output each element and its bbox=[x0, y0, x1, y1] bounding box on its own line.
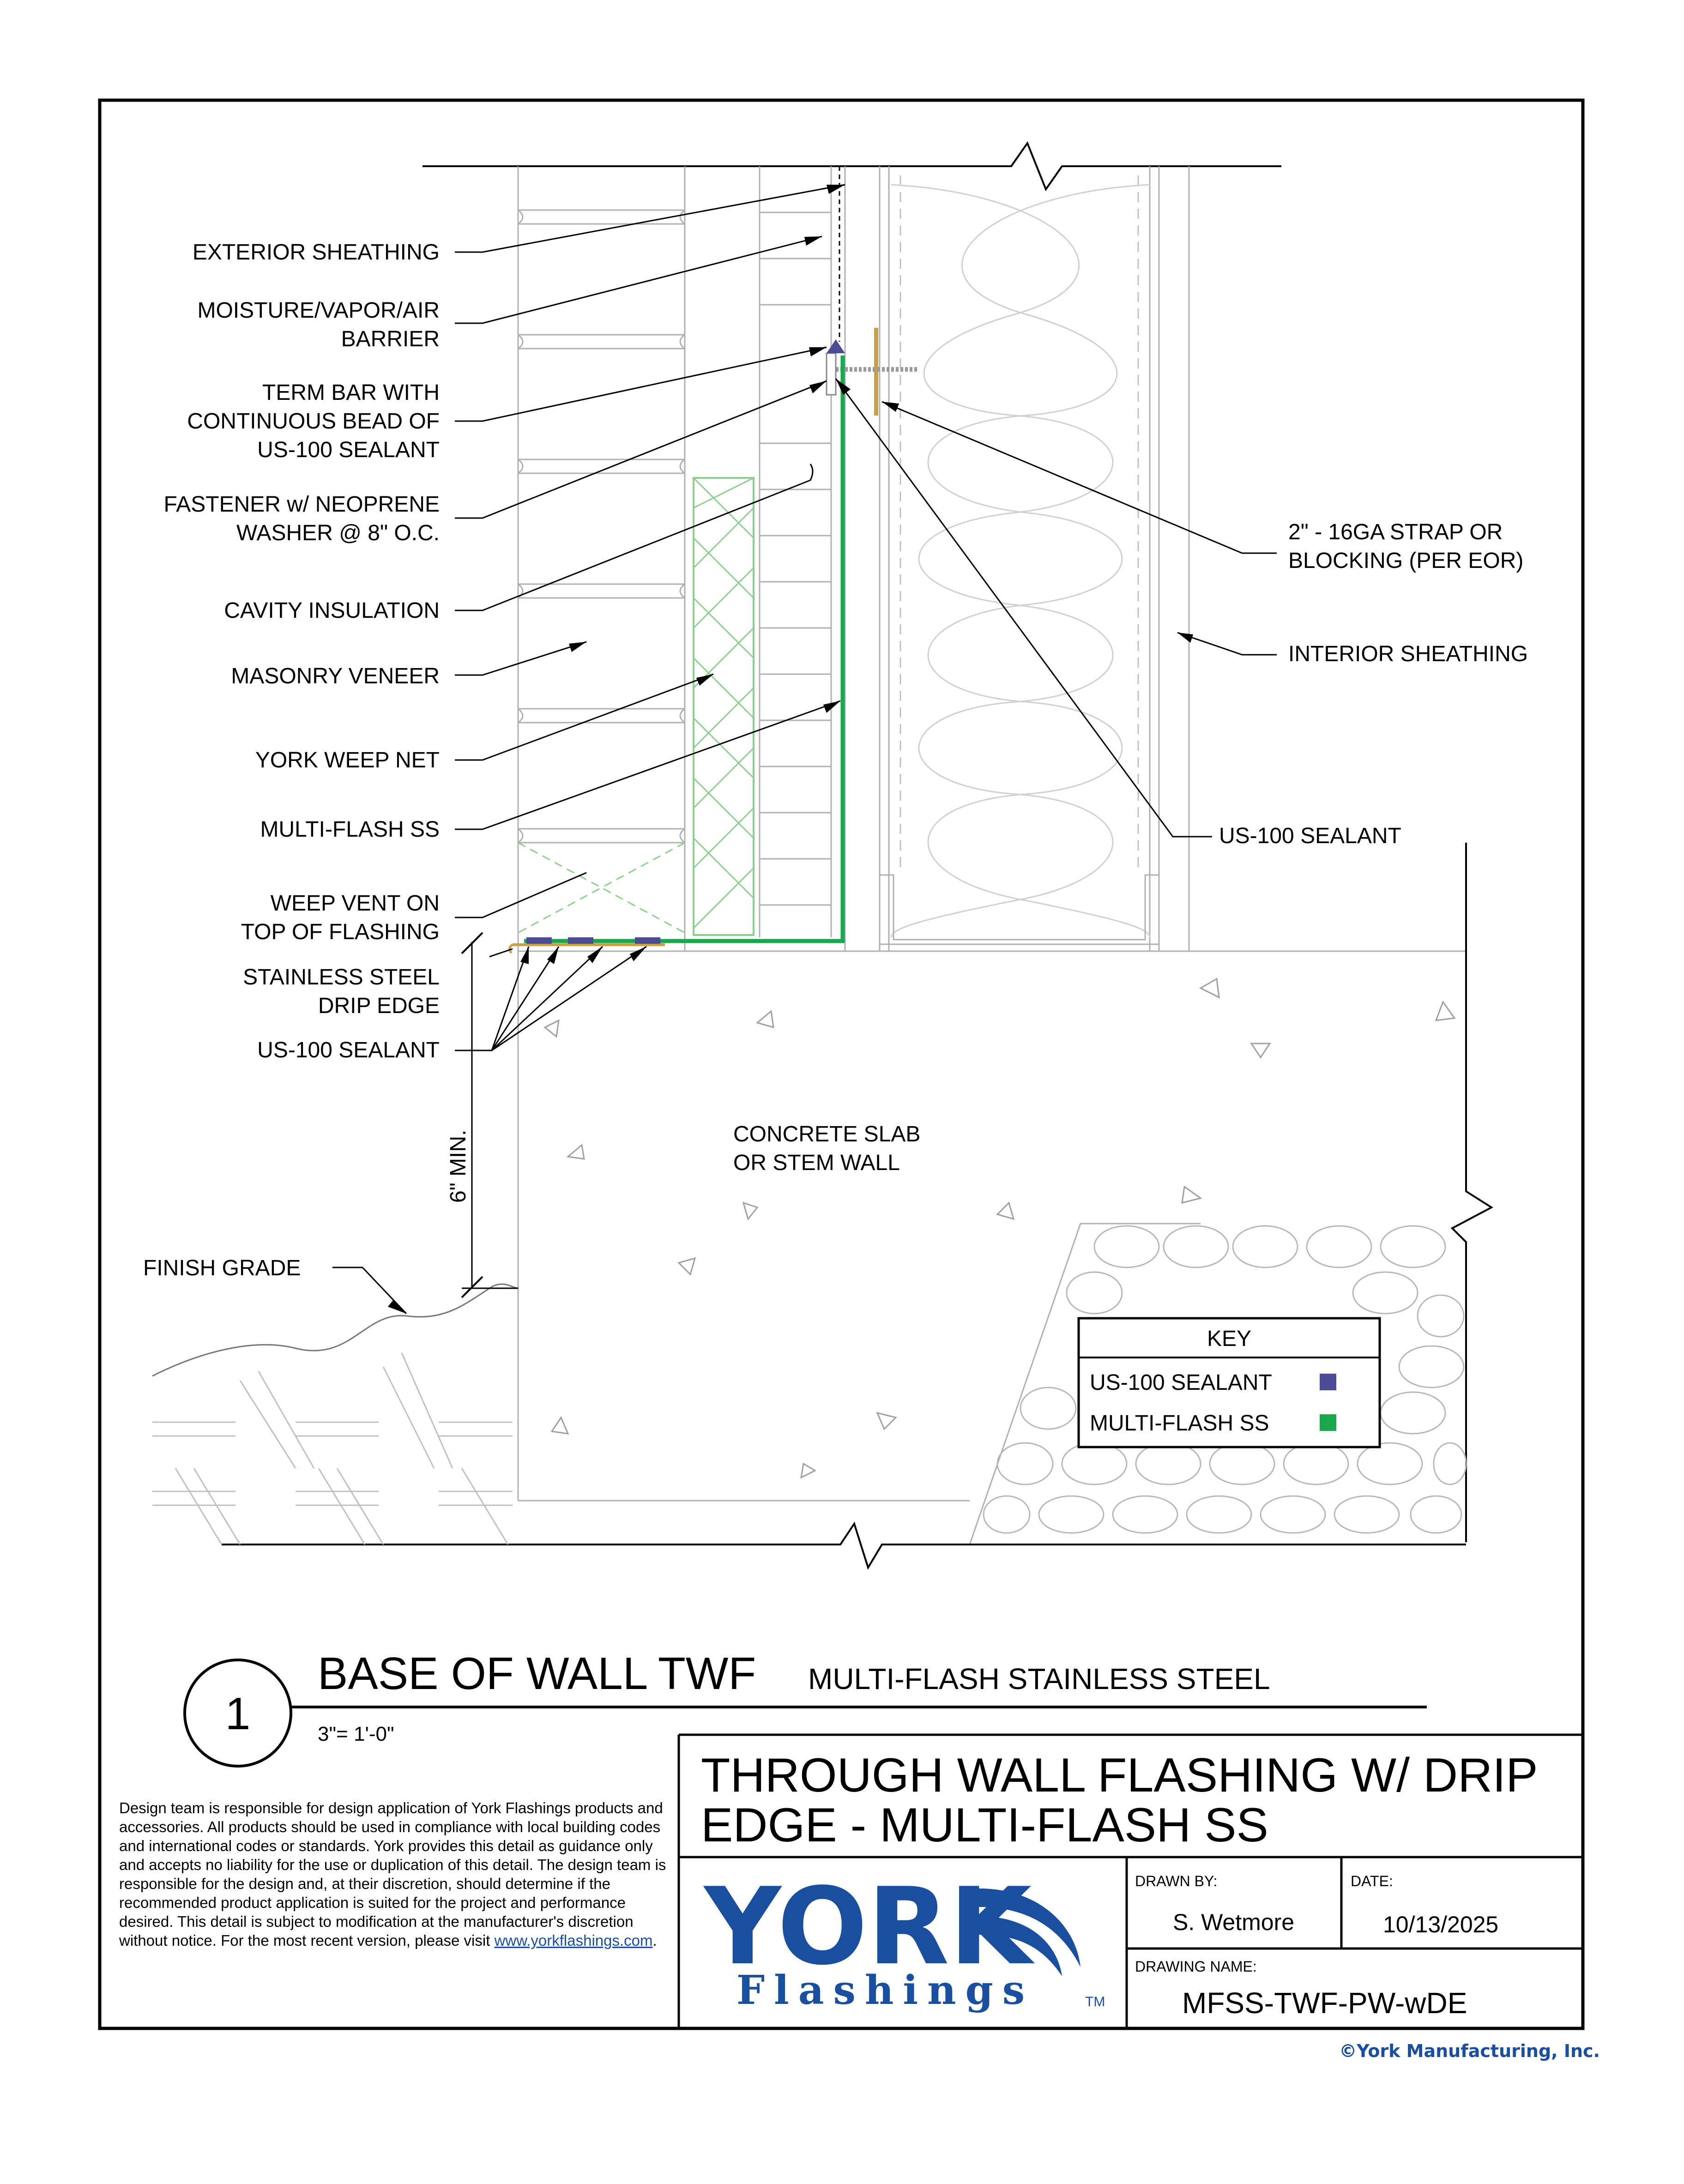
callout-cavity-insulation: CAVITY INSULATION bbox=[224, 598, 440, 623]
logo-flashings-text: Flashings bbox=[736, 1967, 1034, 2014]
term-bar bbox=[826, 352, 837, 396]
finish-grade-label: FINISH GRADE bbox=[143, 1256, 301, 1280]
disclaimer-text: Design team is responsible for design ap… bbox=[119, 1798, 673, 1950]
finish-grade-leader bbox=[332, 1267, 407, 1315]
finish-grade bbox=[152, 1283, 519, 1545]
key-swatch-sealant bbox=[1320, 1374, 1336, 1390]
wall-section-drawing: 6" MIN. bbox=[152, 141, 1493, 1570]
logo-tm: TM bbox=[1085, 1994, 1105, 2009]
bottom-break-line bbox=[222, 1521, 1466, 1570]
exterior-sheathing bbox=[759, 166, 832, 937]
detail-number-circle bbox=[183, 1659, 292, 1768]
drawing-name-value: MFSS-TWF-PW-wDE bbox=[1182, 1986, 1467, 2020]
logo-swoosh bbox=[979, 1888, 1080, 1976]
detail-title-text: BASE OF WALL TWF bbox=[318, 1648, 756, 1699]
york-logo: YORK Flashings TM bbox=[703, 1865, 1105, 2014]
drawing-name-label: DRAWING NAME: bbox=[1135, 1958, 1257, 1975]
drip-sealant-1 bbox=[526, 937, 552, 944]
key-legend: KEY US-100 SEALANT MULTI-FLASH SS bbox=[1077, 1317, 1381, 1448]
detail-scale: 3"= 1'-0" bbox=[318, 1723, 394, 1745]
key-title: KEY bbox=[1207, 1327, 1251, 1351]
concrete-slab bbox=[517, 950, 1466, 1545]
drawn-by-value: S. Wetmore bbox=[1173, 1909, 1294, 1935]
drip-sealant-3 bbox=[635, 937, 660, 944]
key-item-label: MULTI-FLASH SS bbox=[1090, 1411, 1269, 1436]
min-dimension-label: 6" MIN. bbox=[446, 1130, 471, 1203]
callout-exterior-sheathing: EXTERIOR SHEATHING bbox=[193, 240, 440, 265]
masonry-veneer bbox=[517, 166, 686, 951]
date-value: 10/13/2025 bbox=[1383, 1912, 1498, 1937]
callout-york-weep-net: YORK WEEP NET bbox=[255, 748, 440, 772]
drip-sealant-2 bbox=[568, 937, 593, 944]
key-item-label: US-100 SEALANT bbox=[1090, 1370, 1272, 1395]
callout-us100-sealant-left: US-100 SEALANT bbox=[257, 1038, 440, 1062]
min-dimension-line bbox=[461, 932, 518, 1298]
date-label: DATE: bbox=[1351, 1873, 1393, 1889]
drawn-by-label: DRAWN BY: bbox=[1135, 1873, 1217, 1889]
website-link[interactable]: www.yorkflashings.com bbox=[494, 1932, 653, 1949]
detail-subtitle: MULTI-FLASH STAINLESS STEEL bbox=[808, 1662, 1270, 1695]
term-bar-sealant bbox=[827, 339, 845, 353]
key-swatch-flashing bbox=[1320, 1414, 1336, 1431]
callout-masonry-veneer: MASONRY VENEER bbox=[231, 664, 440, 688]
copyright: ©York Manufacturing, Inc. bbox=[1339, 2041, 1600, 2061]
callout-multi-flash-ss: MULTI-FLASH SS bbox=[260, 817, 440, 842]
top-break-line bbox=[423, 141, 1281, 192]
callout-interior-sheathing: INTERIOR SHEATHING bbox=[1288, 642, 1528, 666]
sheet-border bbox=[98, 98, 1585, 2030]
right-break-line bbox=[1450, 843, 1493, 1542]
callout-us100-sealant-right: US-100 SEALANT bbox=[1219, 824, 1401, 848]
detail-title: 1 BASE OF WALL TWF MULTI-FLASH STAINLESS… bbox=[183, 1648, 1427, 1768]
york-weep-net bbox=[693, 477, 754, 936]
weep-vent bbox=[518, 842, 685, 934]
detail-number: 1 bbox=[225, 1688, 251, 1739]
disclaimer-end: . bbox=[652, 1932, 657, 1949]
multi-flash-ss bbox=[524, 356, 845, 943]
disclaimer-body: Design team is responsible for design ap… bbox=[119, 1799, 666, 1949]
cavity-insulation-framing bbox=[844, 166, 1190, 951]
strap-blocking bbox=[874, 328, 878, 416]
